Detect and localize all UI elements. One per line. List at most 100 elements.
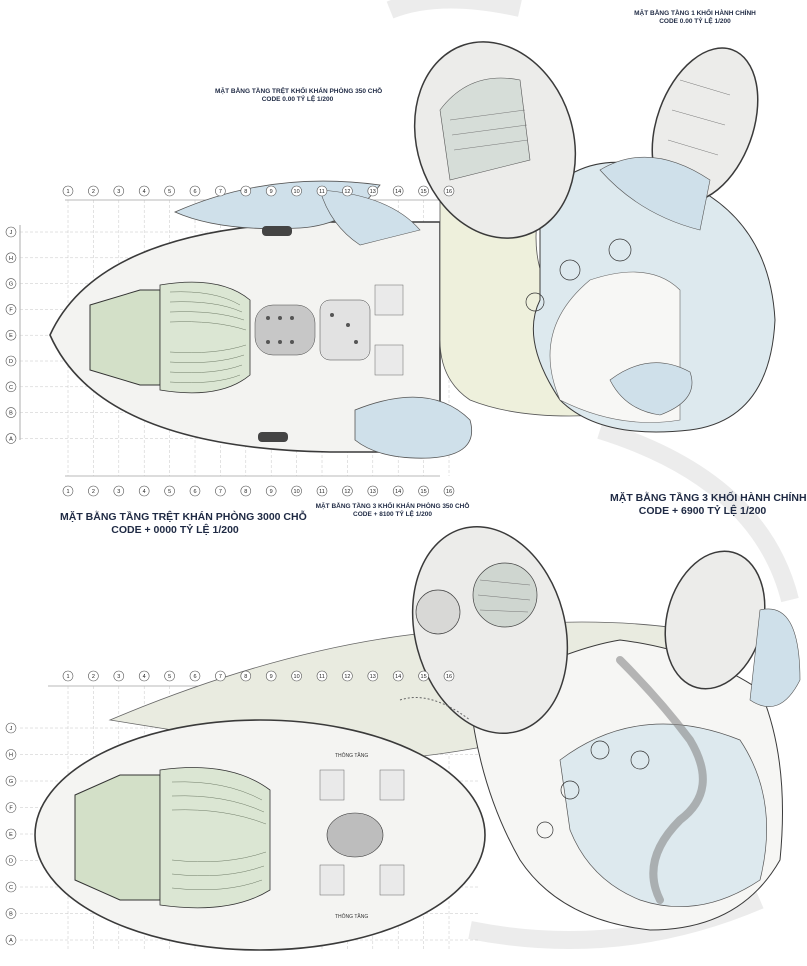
grid-column-bubble-circle — [240, 185, 252, 197]
grid-column-bubble: 13 — [367, 670, 379, 682]
grid-row-label: C — [9, 885, 13, 891]
grid-column-bubble-circle — [138, 670, 150, 682]
grid-column-bubble-circle — [164, 485, 175, 497]
grid-row-label: A — [9, 436, 13, 442]
plan-hall350-ground — [319, 41, 577, 246]
grid-column-label: 12 — [344, 189, 350, 195]
grid-column-bubble-circle — [138, 185, 150, 197]
grid-column-bubble-circle — [342, 485, 353, 497]
grid-column-bubble: 9 — [265, 485, 277, 497]
grid-column-bubble: 9 — [265, 670, 277, 682]
grid-row-bubble-circle — [5, 252, 17, 264]
grid-row-bubble-circle — [5, 881, 17, 893]
grid-row-bubble-circle — [5, 278, 17, 289]
grid-column-label: 9 — [270, 674, 273, 680]
grid-column-bubble: 15 — [418, 485, 429, 497]
grid-column-label: 1 — [66, 489, 69, 495]
grid-column-bubble: 6 — [189, 485, 201, 497]
grid-column-bubble-circle — [265, 185, 277, 197]
grid-column-bubble-circle — [316, 485, 328, 497]
grid-row-label: H — [9, 753, 13, 759]
grid-column-bubble: 10 — [291, 670, 302, 682]
auditorium-seating — [159, 281, 251, 394]
grid-row-bubble-circle — [5, 908, 17, 919]
grid-column-bubble-circle — [215, 670, 226, 682]
grid-column-label: 4 — [143, 189, 146, 195]
grid-column-label: 14 — [395, 674, 401, 680]
grid-column-label: 4 — [143, 489, 146, 495]
caption-line: CODE + 6900 TỶ LỆ 1/200 — [638, 505, 767, 518]
grid-column-bubble: 8 — [240, 485, 252, 497]
grid-row-bubble-circle — [5, 433, 17, 444]
grid-row-bubble: C — [5, 881, 17, 893]
grid-column-bubble-circle — [138, 485, 150, 497]
grid-column-bubble: 3 — [113, 670, 125, 682]
room-label: THÔNG TẦNG — [335, 752, 368, 759]
grid-row-label: F — [9, 806, 13, 812]
grid-column-label: 11 — [319, 489, 325, 495]
grid-column-label: 2 — [92, 674, 95, 680]
grid-column-label: 8 — [244, 674, 247, 680]
grid-row-label: D — [9, 359, 13, 365]
grid-column-bubble: 1 — [62, 485, 74, 497]
grid-column-bubble: 9 — [265, 185, 277, 197]
grid-column-bubble: 7 — [215, 670, 226, 682]
grid-row-bubble: F — [5, 304, 17, 315]
grid-column-bubble: 11 — [316, 485, 328, 497]
caption-line: CODE + 8100 TỶ LỆ 1/200 — [353, 511, 432, 519]
grid-column-bubble-circle — [342, 670, 353, 682]
grid-column-label: 16 — [446, 489, 452, 495]
grid-row-label: C — [9, 385, 13, 391]
grid-row-label: E — [9, 333, 13, 339]
grid-column-bubble-circle — [113, 185, 125, 197]
grid-column-label: 16 — [446, 189, 452, 195]
grid-row-bubble-circle — [5, 855, 17, 866]
grid-column-label: 8 — [244, 189, 247, 195]
grid-row-label: F — [9, 307, 13, 313]
grid-column-label: 11 — [319, 674, 325, 680]
grid-row-bubble: D — [5, 855, 17, 866]
plan-admin-floor3 — [664, 550, 801, 707]
grid-column-label: 5 — [168, 189, 171, 195]
grid-column-bubble: 4 — [138, 670, 150, 682]
grid-column-bubble: 1 — [62, 670, 74, 682]
grid-column-bubble-circle — [113, 485, 125, 497]
grid-column-bubble-circle — [62, 485, 74, 497]
grid-column-bubble-circle — [392, 185, 404, 197]
grid-column-bubble-circle — [62, 670, 74, 682]
grid-row-label: J — [10, 230, 13, 236]
water-pool — [599, 156, 711, 231]
grid-row-bubble: A — [5, 934, 17, 946]
grid-column-bubble: 13 — [367, 185, 379, 197]
grid-column-bubble: 2 — [88, 670, 99, 682]
grid-column-bubble: 2 — [88, 185, 99, 197]
caption-line: CODE 0.00 TỶ LỆ 1/200 — [659, 18, 731, 26]
tree-icon — [536, 740, 650, 839]
grid-column-bubble: 16 — [443, 185, 455, 197]
grid-column-bubble: 12 — [342, 485, 353, 497]
grid-column-bubble-circle — [443, 485, 455, 497]
grid-row-label: B — [9, 912, 13, 918]
grid-row-bubble-circle — [5, 802, 17, 813]
grid-column-label: 7 — [219, 189, 222, 195]
grid-column-bubble-circle — [265, 670, 277, 682]
grid-column-label: 10 — [294, 489, 300, 495]
grid-column-bubble: 5 — [164, 485, 175, 497]
grid-row-label: G — [9, 282, 13, 288]
stage-area — [89, 289, 161, 386]
grid-row-bubble: B — [5, 908, 17, 919]
grid-row-bubble: C — [5, 381, 17, 393]
grid-column-label: 11 — [319, 189, 325, 195]
grid-column-bubble: 6 — [189, 670, 201, 682]
grid-column-label: 2 — [92, 489, 95, 495]
caption-hall3000-ground: MẶT BẰNG TẦNG TRỆT KHÁN PHÒNG 3000 CHỖ C… — [60, 511, 307, 537]
grid-column-bubble-circle — [291, 670, 302, 682]
grid-row-label: A — [9, 938, 13, 944]
grid-column-label: 7 — [219, 674, 222, 680]
grid-column-label: 10 — [294, 189, 300, 195]
grid-column-bubble-circle — [215, 485, 226, 497]
grid-column-label: 7 — [219, 489, 222, 495]
water-pool — [354, 396, 472, 459]
